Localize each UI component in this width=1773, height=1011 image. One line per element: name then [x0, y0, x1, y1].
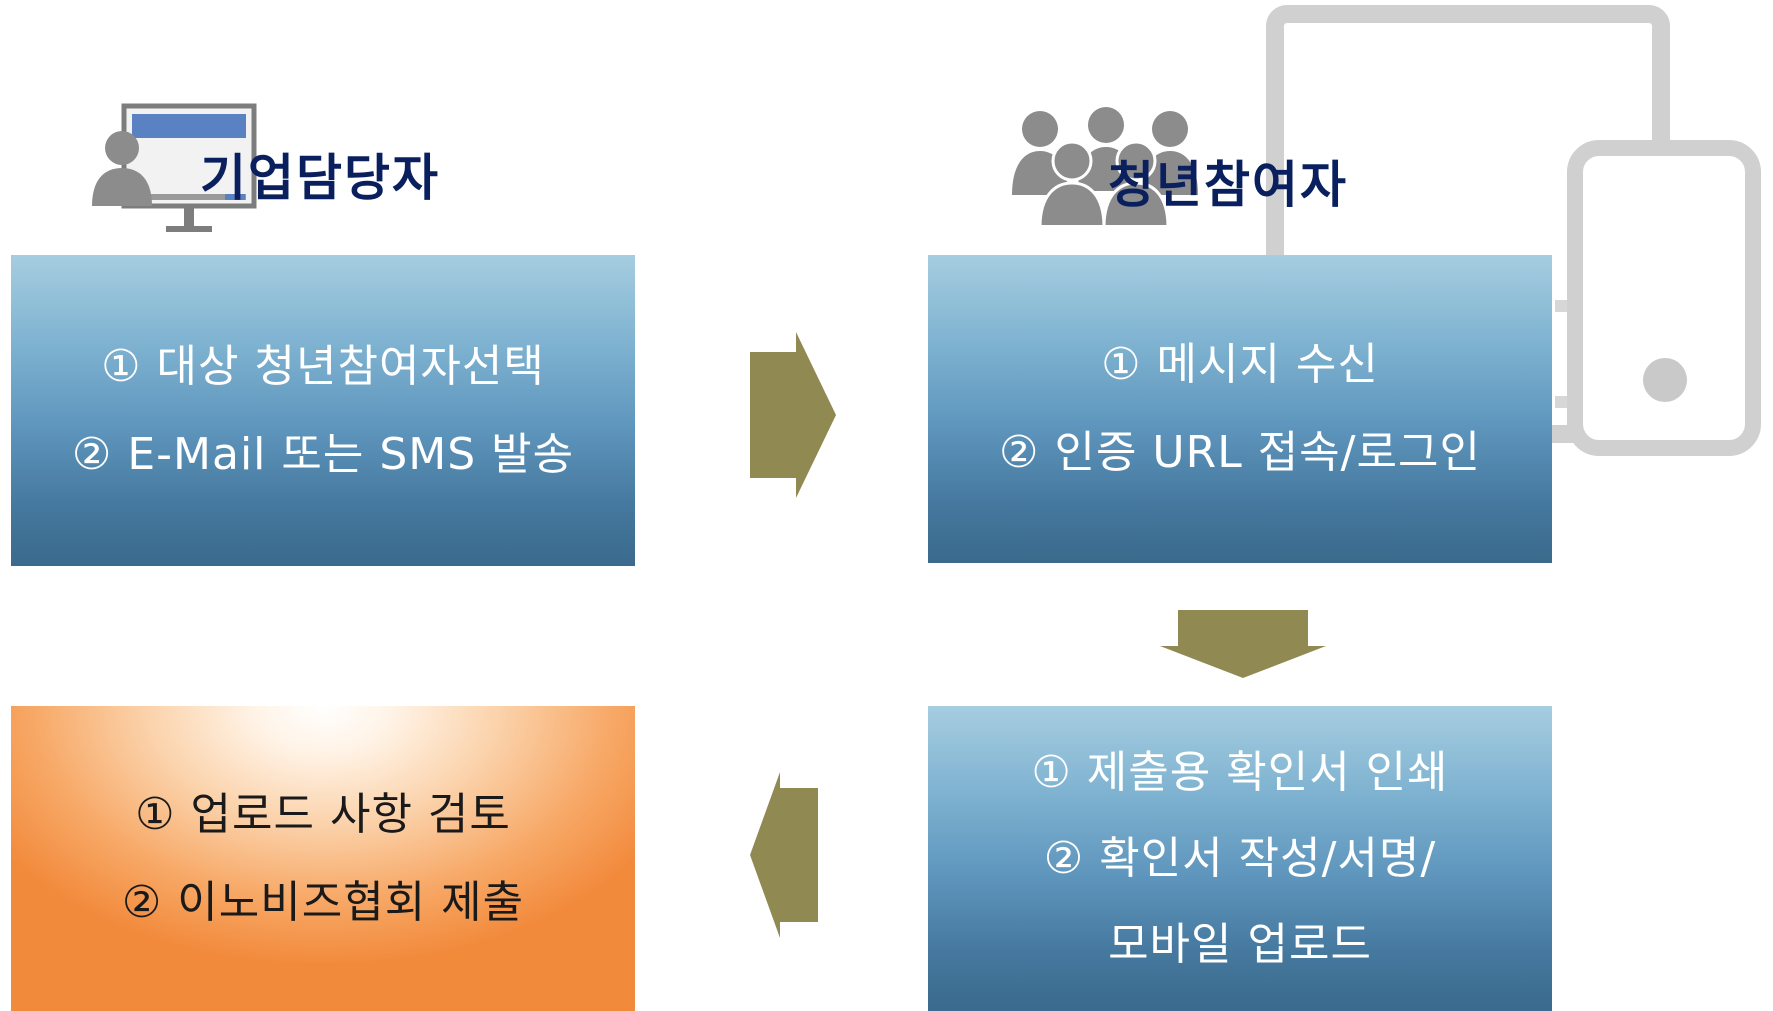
youth-step1-box: ① 메시지 수신 ② 인증 URL 접속/로그인 [928, 255, 1552, 563]
review-step-box: ① 업로드 사항 검토 ② 이노비즈협회 제출 [11, 706, 635, 1011]
user-group-icon [1012, 107, 1198, 225]
company-step-line-1: ① 대상 청년참여자선택 [101, 340, 545, 392]
youth-step1-line-2: ② 인증 URL 접속/로그인 [999, 427, 1481, 478]
arrow-left-icon [750, 772, 818, 938]
arrow-right-icon [750, 332, 836, 498]
youth-participant-heading: 청년참여자 [1108, 156, 1348, 214]
company-step-box: ① 대상 청년참여자선택 ② E-Mail 또는 SMS 발송 [11, 255, 635, 566]
youth-step2-line-3: 모바일 업로드 [1108, 918, 1372, 970]
youth-step2-line-1: ① 제출용 확인서 인쇄 [1031, 746, 1449, 798]
company-step-line-2: ② E-Mail 또는 SMS 발송 [71, 428, 575, 480]
arrow-down-icon [1160, 610, 1326, 678]
youth-step2-line-2: ② 확인서 작성/서명/ [1043, 832, 1437, 884]
youth-step2-box: ① 제출용 확인서 인쇄 ② 확인서 작성/서명/ 모바일 업로드 [928, 706, 1552, 1011]
review-step-line-1: ① 업로드 사항 검토 [135, 788, 511, 840]
review-step-line-2: ② 이노비즈협회 제출 [121, 876, 525, 928]
monitor-person-icon [92, 103, 257, 232]
company-manager-heading: 기업담당자 [200, 149, 440, 207]
youth-step1-line-1: ① 메시지 수신 [1101, 339, 1379, 390]
